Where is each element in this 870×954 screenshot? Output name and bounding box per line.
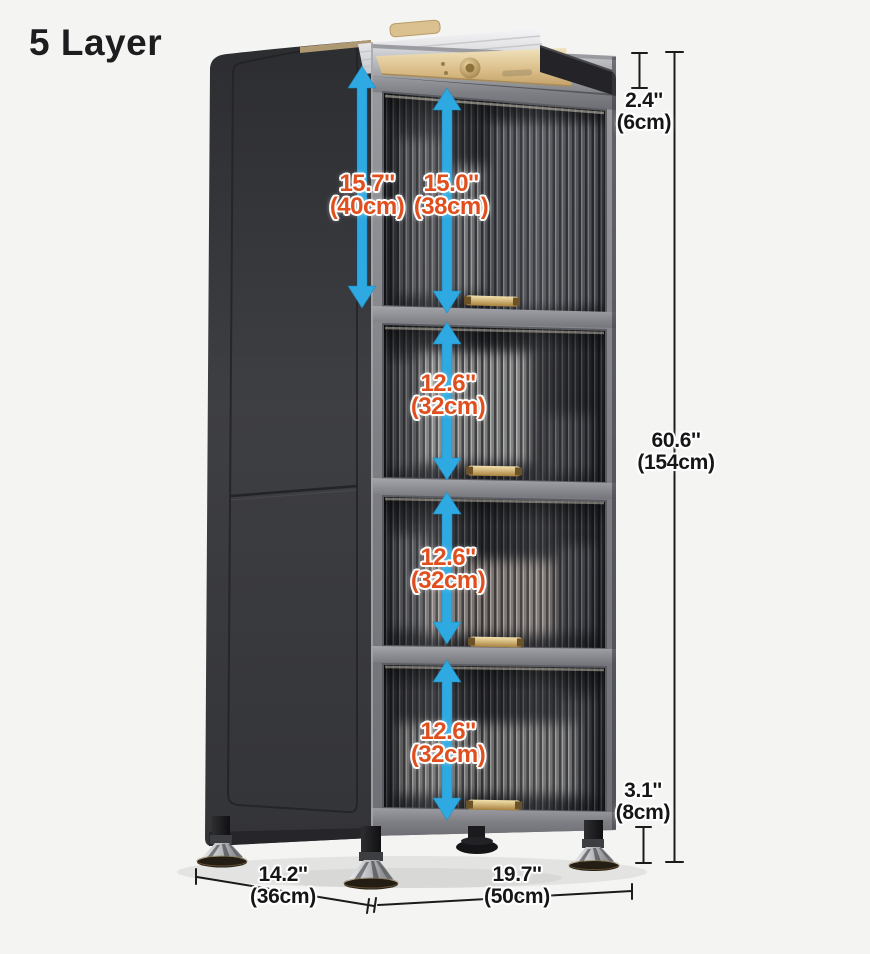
shelf-divider-2 [371, 478, 616, 499]
shelf-divider-1 [371, 306, 616, 328]
dim-label-shelf-4: 12.6'' (32cm) [410, 718, 486, 768]
arrow-top-inner [432, 87, 462, 314]
dim-cm: (154cm) [637, 451, 715, 474]
dim-label-top-rim: 2.4'' (6cm) [617, 90, 672, 134]
measurement-arrows [347, 65, 462, 821]
dim-label-shelf-3: 12.6'' (32cm) [410, 544, 486, 594]
arrow-top-outer [347, 65, 377, 309]
arrow-shelf-4 [432, 659, 462, 821]
dim-cm: (50cm) [484, 885, 550, 908]
dim-line-depth [195, 868, 377, 914]
dim-inches: 2.4'' [625, 89, 663, 112]
glass-door-4 [382, 662, 607, 814]
dim-inches: 12.6'' [420, 544, 476, 571]
bottom-frame-band [371, 808, 616, 836]
dim-label-depth: 14.2'' (36cm) [250, 864, 316, 908]
dim-inches: 19.7'' [492, 863, 542, 886]
dim-cm: (6cm) [616, 111, 672, 134]
front-left-edge [371, 42, 373, 837]
dim-label-shelf-2: 12.6'' (32cm) [410, 370, 486, 420]
dimension-lines [195, 51, 684, 914]
dim-inches: 15.7'' [339, 170, 395, 197]
front-right-edge [612, 57, 616, 830]
dim-cm: (32cm) [410, 567, 486, 594]
dim-line-width [377, 883, 633, 906]
dim-cm: (32cm) [410, 393, 486, 420]
dim-label-width: 19.7'' (50cm) [484, 864, 550, 908]
dim-inches: 15.0'' [423, 170, 479, 197]
dim-inches: 12.6'' [420, 370, 476, 397]
dim-line-total-height [665, 51, 684, 863]
arrow-shelf-3 [432, 491, 462, 645]
dim-cm: (38cm) [413, 193, 489, 220]
dim-cm: (8cm) [615, 801, 671, 824]
shelf-divider-3 [371, 646, 616, 665]
cabinet-legs [196, 816, 620, 890]
dim-label-total-height: 60.6'' (154cm) [637, 429, 715, 474]
page-title: 5 Layer [29, 22, 163, 63]
appliance-brand-label [502, 69, 532, 77]
ground-shadow [177, 856, 647, 888]
dim-inches: 60.6'' [651, 429, 701, 452]
dim-inches: 14.2'' [258, 863, 308, 886]
dim-cm: (40cm) [329, 193, 405, 220]
glass-door-1 [382, 90, 607, 316]
dim-inches: 12.6'' [420, 718, 476, 745]
arrow-shelf-2 [432, 321, 462, 481]
top-appliance-front [376, 45, 616, 96]
dim-label-top-outer: 15.7'' (40cm) [329, 170, 405, 220]
dim-label-leg-height: 3.1'' (8cm) [616, 780, 671, 824]
dim-cm: (36cm) [250, 885, 316, 908]
appliance-lid-handle [389, 19, 441, 38]
cabinet-side-panel [205, 40, 371, 846]
top-tray-corner [540, 46, 616, 96]
dim-inches: 3.1'' [624, 779, 662, 802]
top-frame-band [371, 76, 616, 110]
dim-cm: (32cm) [410, 741, 486, 768]
glass-door-2 [382, 322, 607, 485]
door-handles [463, 295, 525, 811]
dim-line-leg-height [635, 826, 652, 864]
dim-label-top-inner: 15.0'' (38cm) [413, 170, 489, 220]
glass-door-3 [382, 494, 607, 651]
dim-line-top-rim [631, 52, 648, 89]
